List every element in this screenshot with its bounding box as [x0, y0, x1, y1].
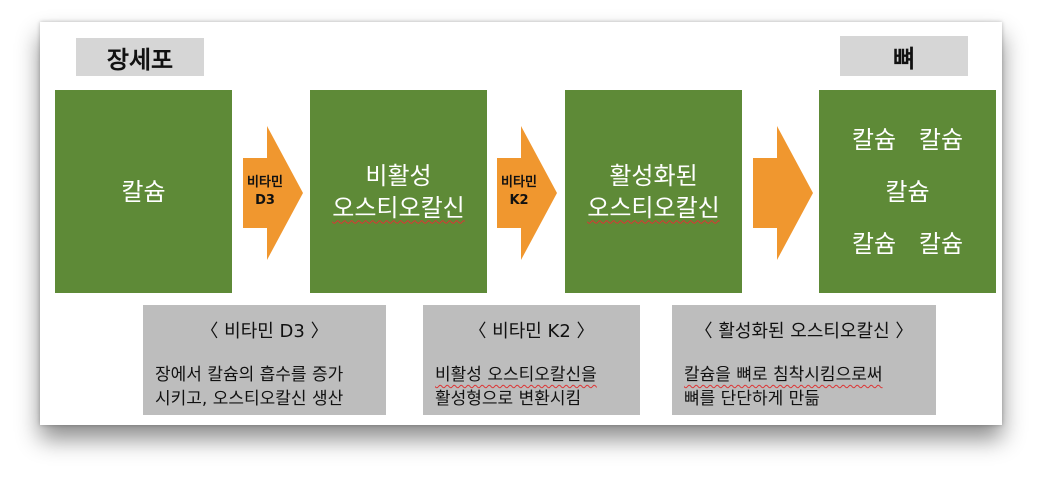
label-intestinal-cell: 장세포 — [76, 38, 204, 76]
box-line: 칼슘 칼슘 — [851, 229, 964, 258]
note-description: 칼슘을 뼈로 침착시킴으로써 뼈를 단단하게 만듦 — [684, 365, 883, 409]
box-inactive-osteocalcin: 비활성 오스티오칼신 — [310, 90, 487, 293]
note-description: 비활성 오스티오칼신을 활성형으로 변환시킴 — [435, 365, 597, 409]
note-active-osteocalcin: 〈 활성화된 오스티오칼신 〉 칼슘을 뼈로 침착시킴으로써 뼈를 단단하게 만… — [672, 305, 936, 415]
box-line: 활성화된 — [609, 161, 698, 190]
arrow-right-icon — [243, 126, 303, 260]
box-calcium: 칼슘 — [55, 90, 232, 293]
box-line: 칼슘 — [121, 177, 166, 206]
arrow-vitamin-k2: 비타민 K2 — [497, 126, 557, 260]
arrow-to-bone — [753, 126, 813, 260]
box-line: 오스티오칼신 — [587, 193, 720, 222]
arrow-right-icon — [497, 126, 557, 260]
note-title: 〈 비타민 D3 〉 — [200, 321, 329, 342]
box-line: 칼슘 — [885, 177, 930, 206]
arrow-vitamin-d3: 비타민 D3 — [243, 126, 303, 260]
diagram-card: 장세포 뼈 칼슘 비활성 오스티오칼신 활성화된 오스티오칼신 칼슘 칼슘 칼슘… — [40, 22, 1002, 425]
note-title: 〈 비타민 K2 〉 — [468, 321, 595, 342]
label-bone: 뼈 — [840, 36, 968, 76]
box-line: 칼슘 칼슘 — [851, 125, 964, 154]
note-title: 〈 활성화된 오스티오칼신 〉 — [694, 321, 914, 342]
box-calcium-in-bone: 칼슘 칼슘 칼슘 칼슘 칼슘 — [819, 90, 996, 293]
arrow-label: 비타민 K2 — [501, 175, 537, 208]
box-active-osteocalcin: 활성화된 오스티오칼신 — [565, 90, 742, 293]
arrow-label: 비타민 D3 — [247, 175, 283, 208]
note-vitamin-d3: 〈 비타민 D3 〉 장에서 칼슘의 흡수를 증가 시키고, 오스티오칼신 생산 — [143, 305, 386, 415]
note-description: 장에서 칼슘의 흡수를 증가 시키고, 오스티오칼신 생산 — [155, 365, 344, 409]
arrow-right-icon — [753, 126, 813, 260]
box-line: 오스티오칼신 — [332, 193, 465, 222]
box-line: 비활성 — [365, 161, 432, 190]
note-vitamin-k2: 〈 비타민 K2 〉 비활성 오스티오칼신을 활성형으로 변환시킴 — [423, 305, 640, 415]
